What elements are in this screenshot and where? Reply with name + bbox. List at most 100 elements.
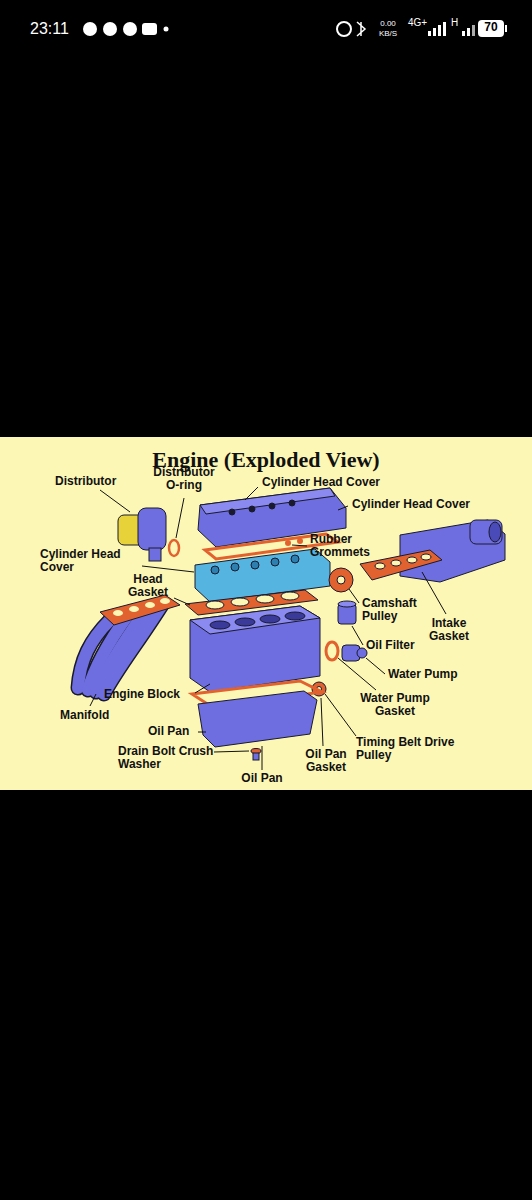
engine-block: [285, 612, 305, 620]
intake-manifold: [470, 520, 502, 544]
part-label: Water Pump Gasket: [350, 692, 440, 718]
cylinder-head-cover: [289, 500, 295, 506]
intake-gasket: [391, 560, 401, 566]
intake-manifold: [400, 520, 505, 582]
status-icons: [83, 20, 507, 37]
cylinder-head-cover: [249, 506, 255, 512]
water-pump: [357, 648, 367, 658]
water-pump: [342, 645, 367, 661]
part-label: Water Pump: [388, 668, 484, 681]
part-label: Cylinder Head Cover: [262, 476, 402, 489]
status-icons: [472, 25, 475, 36]
leader-lines: [176, 498, 184, 538]
part-label: Oil Pan: [148, 725, 198, 738]
distributor-o-ring: [169, 540, 179, 556]
leader-lines: [349, 589, 359, 603]
leader-lines: [422, 572, 446, 614]
status-icons: [462, 31, 465, 36]
cylinder-head: [251, 561, 259, 569]
leader-lines: [338, 658, 376, 690]
engine-block: [235, 618, 255, 626]
leader-lines: [352, 626, 363, 645]
part-label: Camshaft Pulley: [362, 597, 430, 623]
part-label: Head Gasket: [120, 573, 176, 599]
exhaust-gasket: [100, 595, 180, 625]
status-icons: [438, 25, 441, 36]
leader-lines: [214, 751, 249, 752]
leader-lines: [321, 698, 323, 746]
status-icons: [505, 25, 507, 32]
camshaft-pulley: [337, 576, 345, 584]
intake-manifold: [400, 520, 505, 582]
camshaft-pulley: [329, 568, 353, 592]
oil-pan: [198, 691, 317, 747]
status-icons: [478, 20, 504, 37]
cylinder-head: [271, 558, 279, 566]
leader-lines: [338, 506, 348, 510]
leader-lines: [262, 746, 263, 770]
cylinder-head: [211, 566, 219, 574]
leader-lines: [90, 694, 96, 706]
distributor: [118, 508, 166, 561]
intake-gasket: [375, 563, 385, 569]
part-label: Intake Gasket: [420, 617, 478, 643]
drain-bolt: [253, 753, 259, 760]
part-label: Drain Bolt Crush Washer: [118, 745, 214, 771]
engine-block: [190, 606, 320, 692]
oil-pan: [198, 691, 317, 747]
cover-gasket: [297, 538, 303, 544]
status-icons: [142, 23, 157, 35]
part-label: Timing Belt Drive Pulley: [356, 736, 456, 762]
status-icons: [467, 28, 470, 36]
exhaust-gasket: [129, 606, 139, 612]
intake-manifold: [489, 522, 501, 542]
oil-filter: [338, 601, 356, 607]
cylinder-head: [291, 555, 299, 563]
head-gasket: [206, 601, 224, 609]
part-label: Oil Pan Gasket: [296, 748, 356, 774]
part-label: Distributor O-ring: [148, 466, 220, 492]
engine-block: [210, 621, 230, 629]
drain-bolt: [251, 749, 261, 761]
oil-filter: [338, 601, 356, 624]
leader-lines: [100, 490, 130, 512]
cylinder-head-cover: [269, 503, 275, 509]
leader-lines: [195, 684, 210, 693]
status-icons: [443, 22, 446, 36]
cover-gasket: [285, 540, 291, 546]
leader-lines: [292, 545, 307, 546]
engine-block: [260, 615, 280, 623]
status-icons: [357, 22, 365, 36]
part-label: Engine Block: [104, 688, 200, 701]
cylinder-head-cover: [229, 509, 235, 515]
status-text: 23:11: [30, 20, 90, 38]
status-icons: [428, 31, 431, 36]
status-icons: [433, 28, 436, 36]
status-icons: [164, 27, 169, 32]
status-text: H: [451, 16, 463, 29]
part-label: Cylinder Head Cover: [40, 548, 140, 574]
exhaust-gasket: [113, 610, 123, 616]
intake-gasket: [421, 554, 431, 560]
distributor: [149, 548, 161, 561]
head-gasket: [281, 592, 299, 600]
intake-gasket: [407, 557, 417, 563]
intake-gasket: [360, 550, 442, 580]
part-label: Cylinder Head Cover: [352, 498, 524, 511]
status-icons: [83, 22, 97, 36]
head-gasket: [231, 598, 249, 606]
leader-lines: [198, 732, 206, 733]
leader-lines: [366, 658, 385, 674]
exhaust-gasket: [145, 602, 155, 608]
status-text: 70: [478, 21, 504, 34]
leader-lines: [245, 487, 258, 500]
status-icons: [337, 22, 351, 36]
leader-lines: [90, 487, 446, 770]
part-label: Oil Pan: [232, 772, 292, 785]
head-gasket: [256, 595, 274, 603]
leader-lines: [142, 566, 194, 572]
status-text: KB/S: [371, 29, 405, 38]
cylinder-head: [231, 563, 239, 571]
